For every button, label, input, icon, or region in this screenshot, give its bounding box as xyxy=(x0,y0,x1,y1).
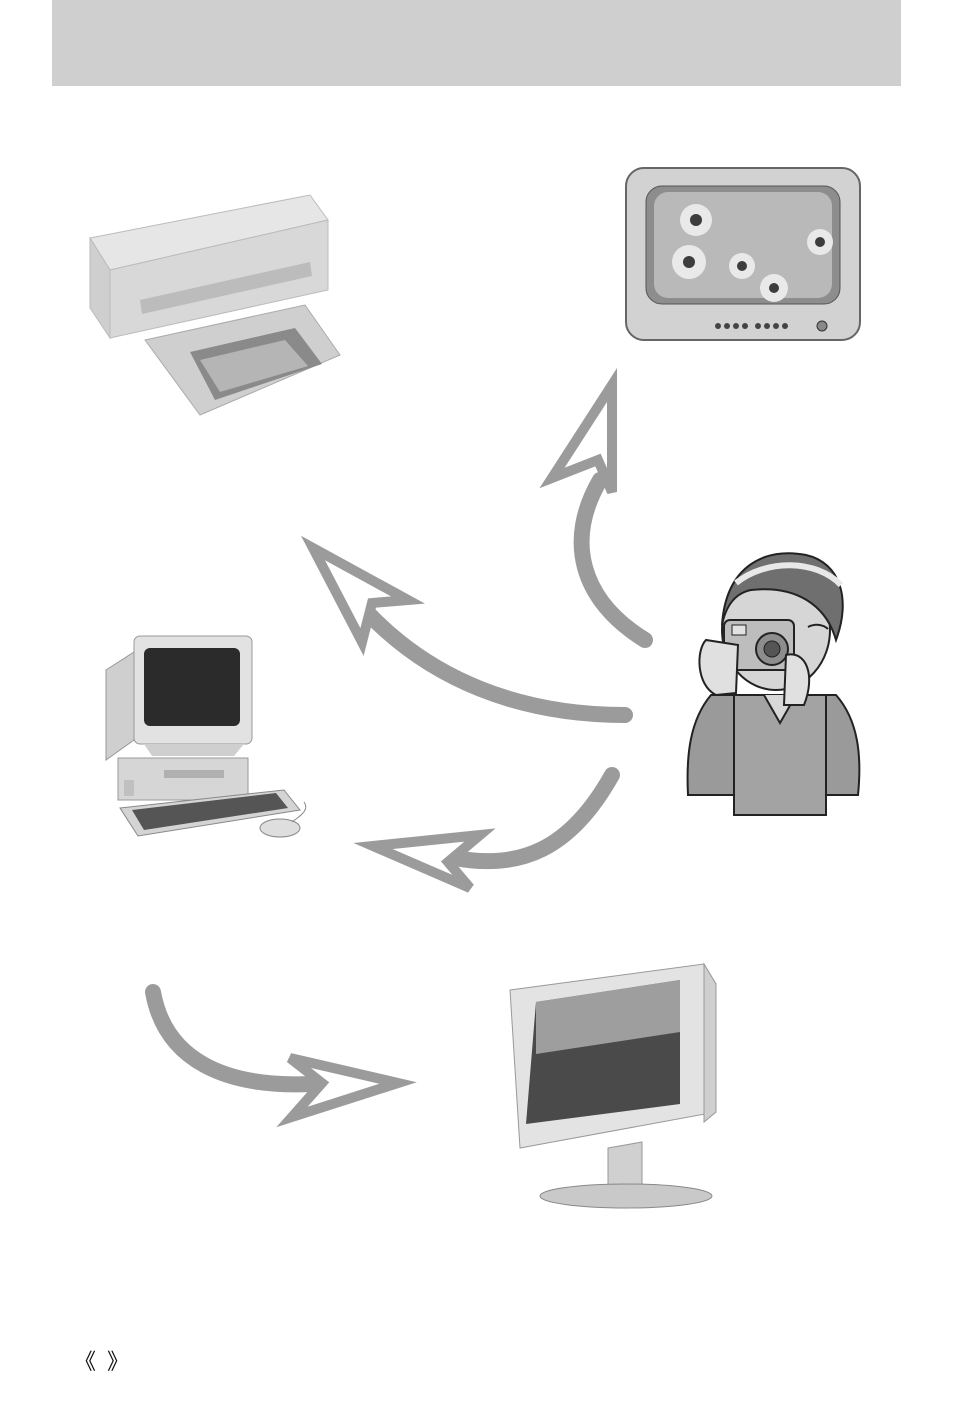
arrow-to-computer xyxy=(455,775,612,861)
lcd-monitor-illustration xyxy=(508,962,720,1210)
arrow-to-monitor xyxy=(153,992,312,1084)
page-marker: 《 》 xyxy=(74,1344,131,1376)
camera-user-illustration xyxy=(676,545,876,820)
arrow-to-tv-head xyxy=(552,385,612,492)
desktop-computer-illustration xyxy=(104,630,314,845)
arrow-to-tv xyxy=(582,480,645,640)
arrow-to-printer xyxy=(365,610,625,715)
